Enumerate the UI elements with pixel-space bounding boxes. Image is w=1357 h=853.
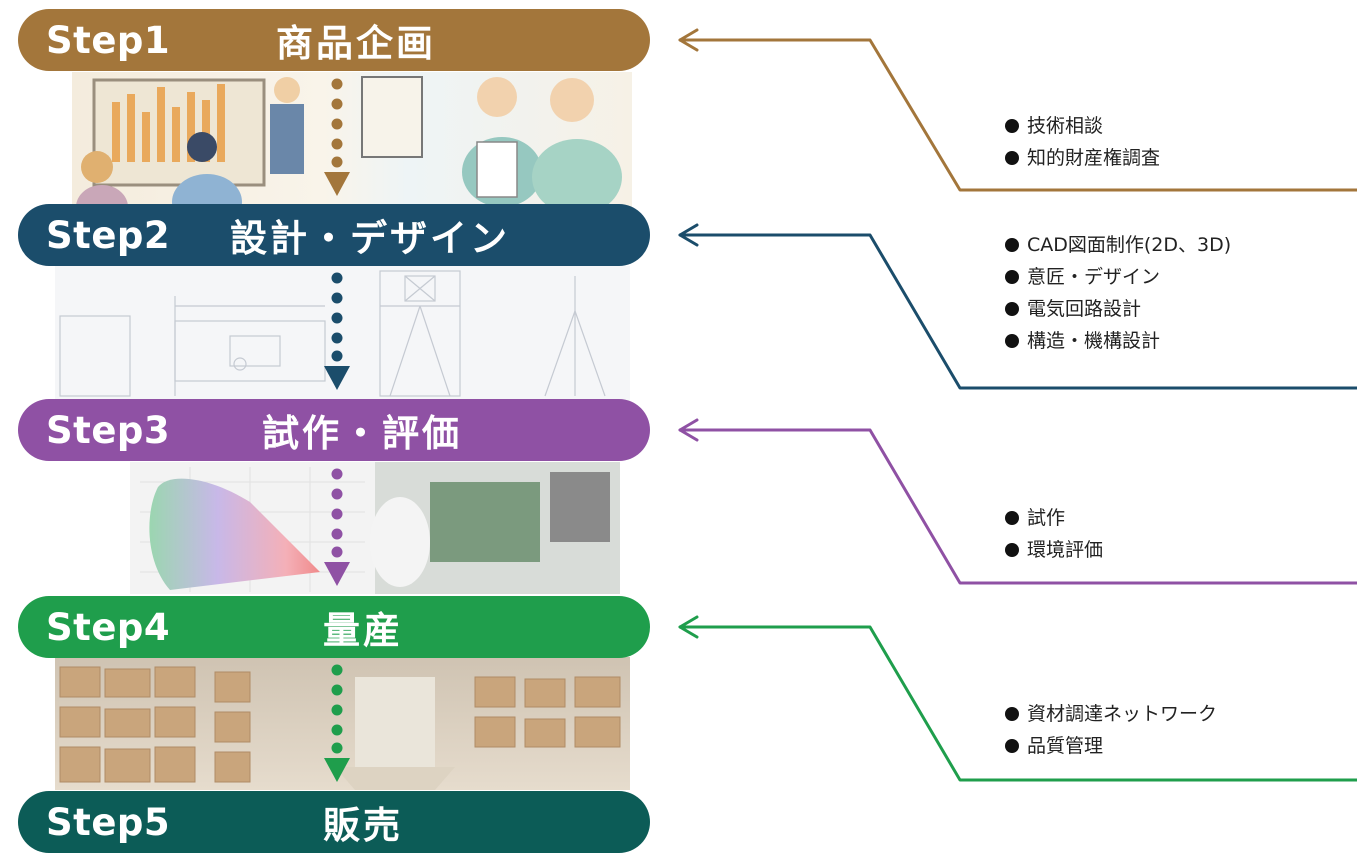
meeting-scene-illustration (76, 76, 622, 230)
step5-banner: Step5 販売 (18, 791, 650, 853)
step2-label: Step2 (46, 213, 171, 257)
step3-items: 試作 環境評価 (1005, 502, 1103, 566)
arrowhead-step1 (678, 28, 699, 52)
step2-title: 設計・デザイン (230, 217, 510, 260)
list-item: 意匠・デザイン (1005, 261, 1231, 293)
step3-label: Step3 (46, 408, 171, 452)
step2-banner: Step2 設計・デザイン (18, 204, 650, 266)
list-item: CAD図面制作(2D、3D) (1005, 229, 1231, 261)
warehouse-illustration (59, 666, 621, 790)
connector-step1 (678, 38, 1357, 192)
illustration-evaluation (130, 462, 620, 594)
step1-label: Step1 (46, 18, 171, 62)
cad-drawing-illustration (59, 270, 606, 397)
bullet-icon (1005, 543, 1019, 557)
step2-items: CAD図面制作(2D、3D) 意匠・デザイン 電気回路設計 構造・機構設計 (1005, 229, 1231, 357)
list-item: 資材調達ネットワーク (1005, 698, 1217, 730)
arrowhead-step2 (678, 223, 699, 247)
evaluation-illustration (140, 462, 620, 594)
bullet-icon (1005, 238, 1019, 252)
step4-banner: Step4 量産 (18, 596, 650, 658)
step4-items: 資材調達ネットワーク 品質管理 (1005, 698, 1217, 762)
illustration-warehouse (55, 657, 630, 790)
arrowhead-step4 (678, 615, 699, 639)
step5-label: Step5 (46, 800, 171, 844)
step1-title: 商品企画 (276, 22, 436, 65)
bullet-icon (1005, 151, 1019, 165)
step4-label: Step4 (46, 605, 171, 649)
step1-banner: Step1 商品企画 (18, 9, 650, 71)
list-item: 技術相談 (1005, 110, 1160, 142)
list-item: 電気回路設計 (1005, 293, 1231, 325)
arrowhead-step3 (678, 418, 699, 442)
bullet-icon (1005, 270, 1019, 284)
bullet-icon (1005, 739, 1019, 753)
list-item: 構造・機構設計 (1005, 325, 1231, 357)
illustration-meeting (72, 72, 632, 230)
bullet-icon (1005, 334, 1019, 348)
bullet-icon (1005, 707, 1019, 721)
connector-step2 (678, 233, 1357, 390)
step3-title: 試作・評価 (262, 412, 462, 455)
list-item: 試作 (1005, 502, 1103, 534)
dotted-flow-2 (324, 272, 350, 390)
step4-title: 量産 (323, 609, 403, 652)
step5-title: 販売 (323, 804, 403, 847)
dotted-flow-3 (324, 468, 350, 586)
connector-step3 (678, 428, 1357, 585)
step1-items: 技術相談 知的財産権調査 (1005, 110, 1160, 174)
bullet-icon (1005, 511, 1019, 525)
list-item: 環境評価 (1005, 534, 1103, 566)
connector-step4 (678, 625, 1357, 782)
list-item: 知的財産権調査 (1005, 142, 1160, 174)
bullet-icon (1005, 119, 1019, 133)
dotted-flow-4 (324, 664, 350, 782)
bullet-icon (1005, 302, 1019, 316)
dotted-flow-1 (324, 78, 350, 196)
step3-banner: Step3 試作・評価 (18, 399, 650, 461)
list-item: 品質管理 (1005, 730, 1217, 762)
